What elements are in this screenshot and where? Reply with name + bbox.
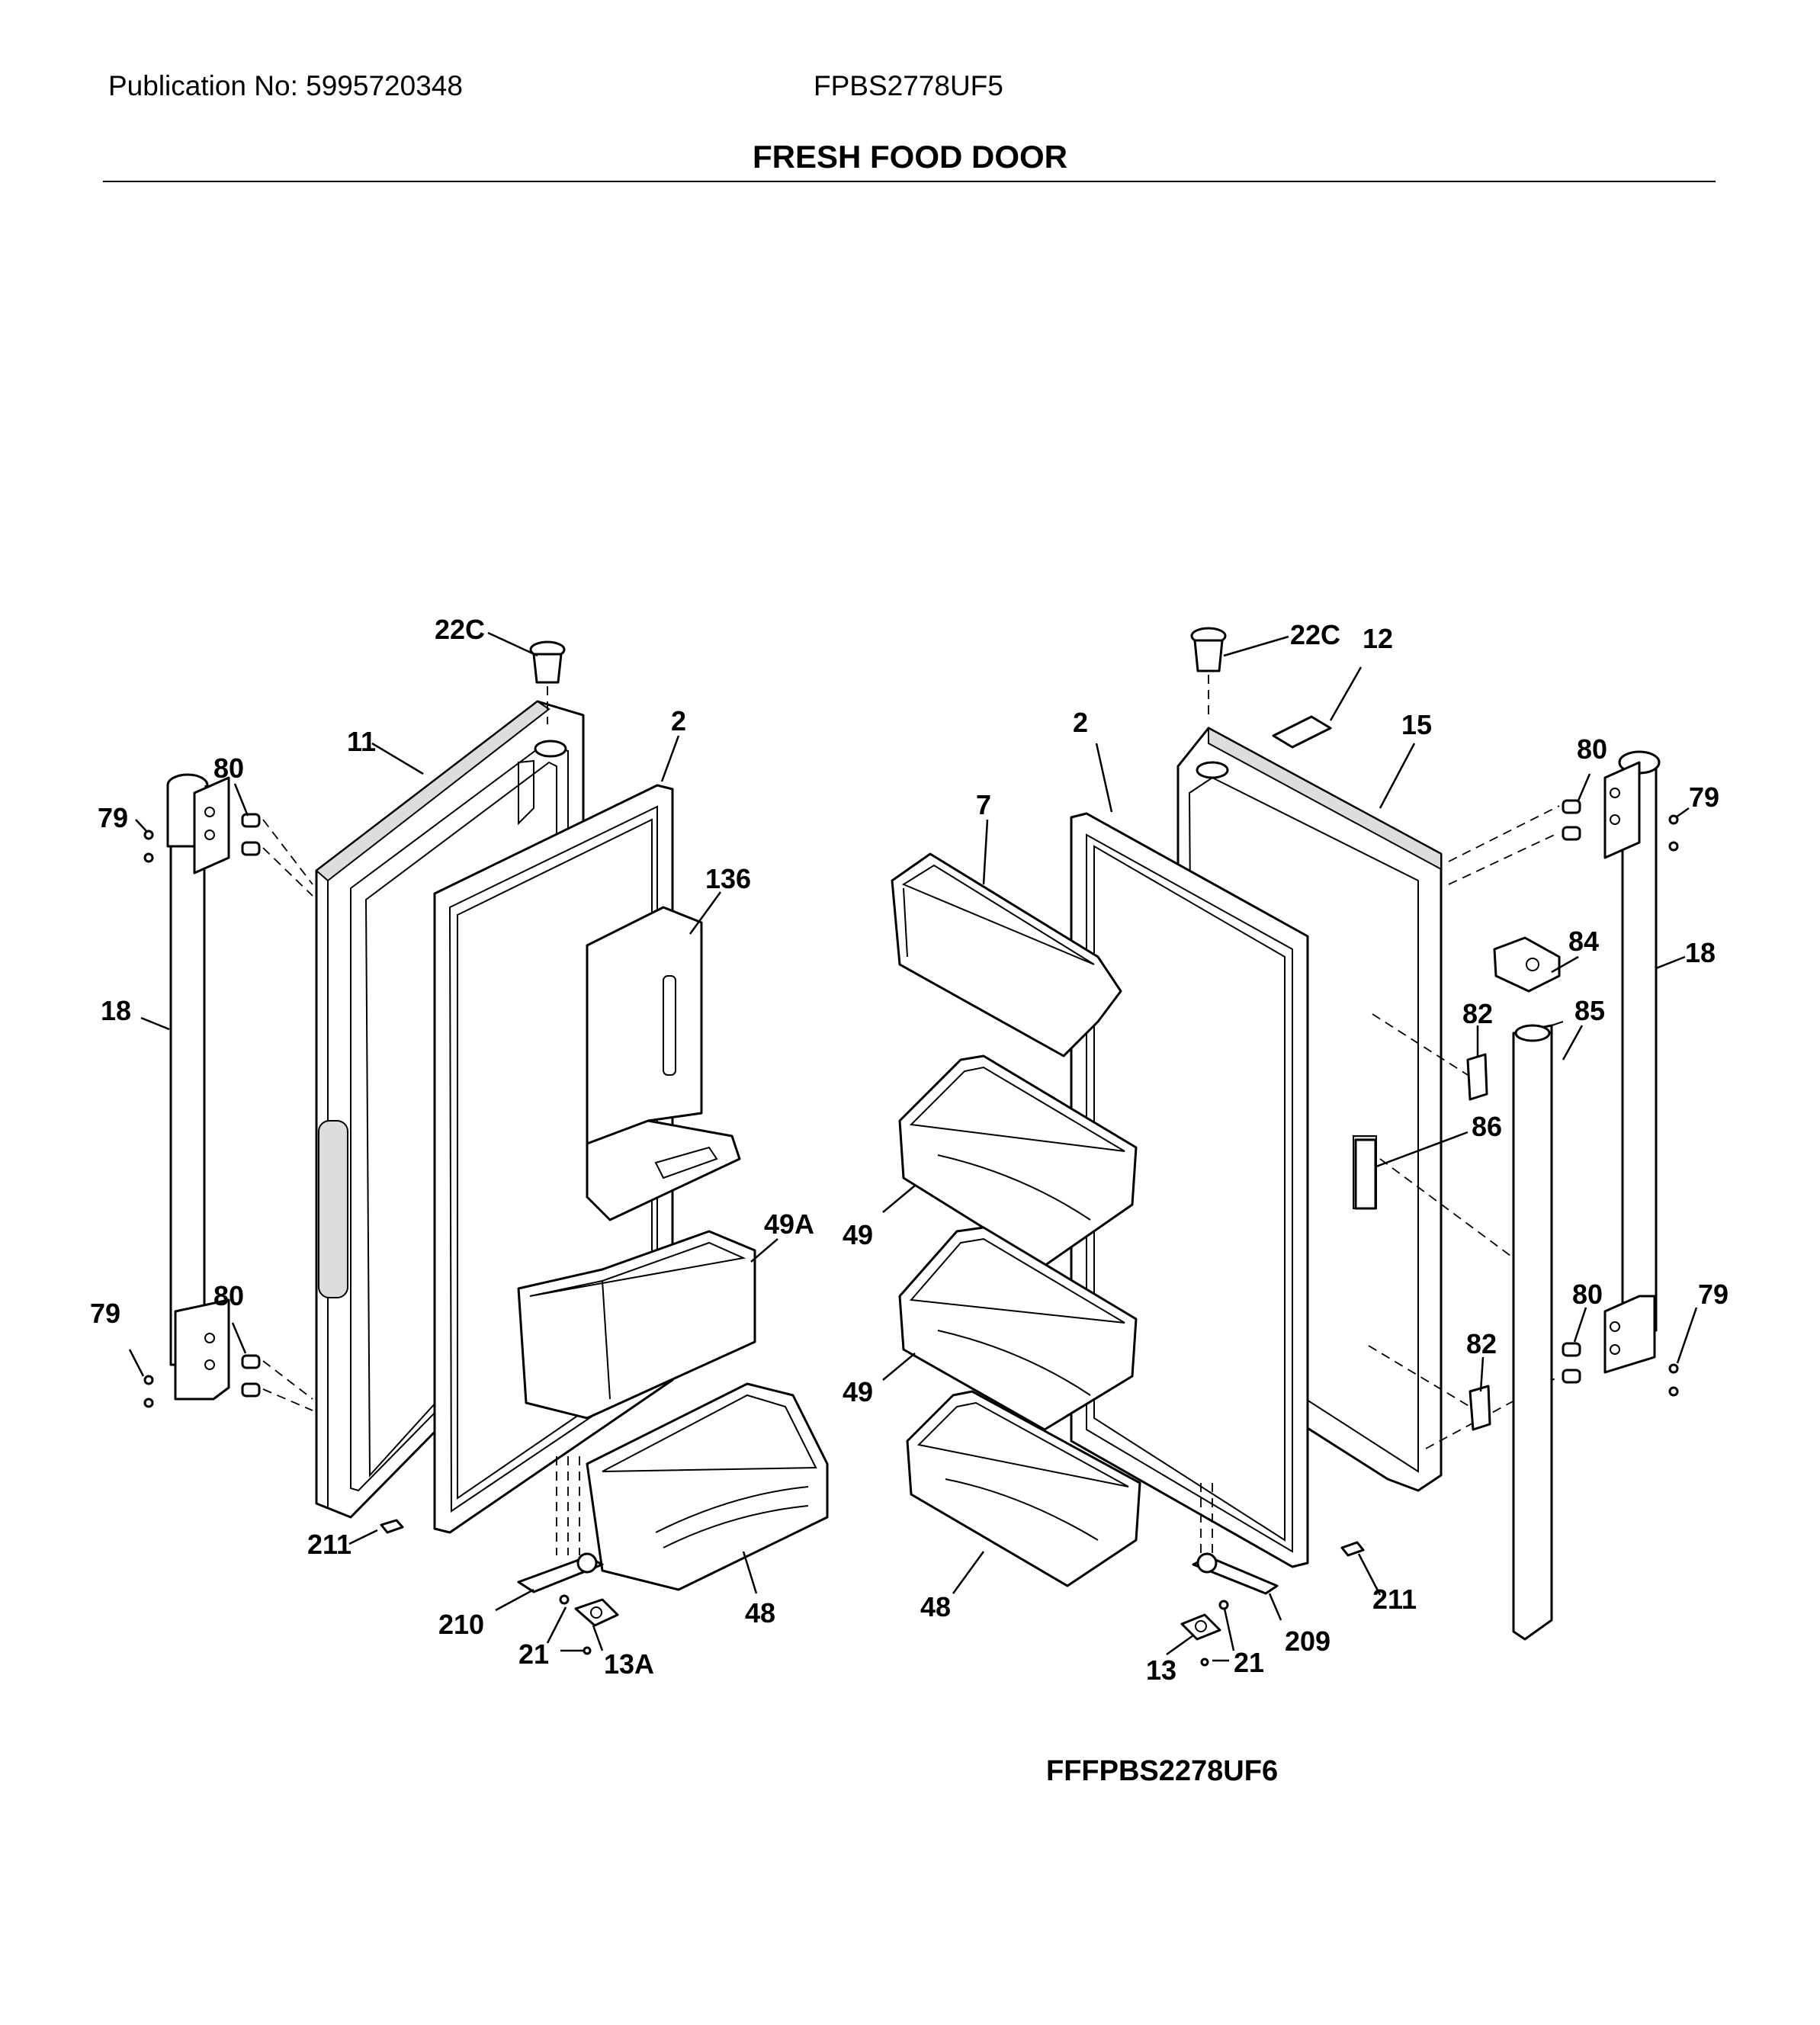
callout-7: 7 bbox=[976, 789, 991, 820]
callout-136: 136 bbox=[705, 863, 751, 894]
right-label-12 bbox=[1272, 715, 1332, 749]
right-bin-49-top bbox=[898, 1054, 1138, 1267]
callout-labels: 22C 11 2 80 79 136 18 49A 79 80 211 210 … bbox=[90, 614, 1729, 1686]
callout-21-left: 21 bbox=[518, 1638, 549, 1670]
callout-79-left-bottom: 79 bbox=[90, 1298, 120, 1329]
callout-82-right-top: 82 bbox=[1462, 998, 1493, 1029]
callout-80-right-top: 80 bbox=[1577, 733, 1607, 765]
callout-2-left: 2 bbox=[671, 705, 686, 737]
right-bin-7 bbox=[891, 852, 1122, 1057]
callout-49-right-bottom: 49 bbox=[843, 1376, 873, 1407]
right-hinge-82 bbox=[1368, 1013, 1491, 1431]
left-hinge-cap bbox=[529, 640, 566, 724]
callout-18-right: 18 bbox=[1685, 937, 1716, 968]
callout-211-left: 211 bbox=[307, 1529, 351, 1560]
callout-22c-right: 22C bbox=[1290, 619, 1340, 650]
right-switch-86 bbox=[1354, 1138, 1514, 1259]
model-number: FPBS2778UF5 bbox=[814, 70, 1003, 101]
callout-86: 86 bbox=[1472, 1111, 1502, 1142]
left-dispenser-136 bbox=[586, 906, 741, 1221]
callout-48-left: 48 bbox=[745, 1597, 775, 1629]
callout-13a: 13A bbox=[604, 1648, 654, 1680]
left-bin-49a bbox=[517, 1230, 756, 1420]
callout-84: 84 bbox=[1568, 926, 1599, 957]
callout-49-right-top: 49 bbox=[843, 1219, 873, 1250]
callout-80-left-top: 80 bbox=[213, 753, 244, 784]
callout-49a: 49A bbox=[764, 1208, 814, 1240]
callout-80-left-bottom: 80 bbox=[213, 1280, 244, 1311]
right-trim-85 bbox=[1512, 1021, 1564, 1641]
callout-48-right: 48 bbox=[920, 1591, 951, 1622]
callout-22c-left: 22C bbox=[435, 614, 485, 645]
left-handle bbox=[166, 773, 230, 1401]
right-handle bbox=[1603, 750, 1661, 1374]
header-rule bbox=[103, 181, 1716, 182]
callout-79-left-top: 79 bbox=[98, 802, 128, 833]
callout-15: 15 bbox=[1401, 709, 1432, 740]
callout-85: 85 bbox=[1574, 995, 1605, 1026]
callout-11: 11 bbox=[347, 726, 376, 757]
callout-13: 13 bbox=[1146, 1654, 1176, 1686]
left-bottom-hinge bbox=[380, 1456, 619, 1655]
left-bin-48 bbox=[586, 1382, 829, 1591]
publication-number: Publication No: 5995720348 bbox=[108, 70, 463, 101]
leader-lines bbox=[128, 631, 1698, 1662]
right-hinge-cap bbox=[1190, 627, 1227, 717]
callout-80-right-bottom: 80 bbox=[1572, 1279, 1603, 1310]
callout-82-right-bottom: 82 bbox=[1466, 1328, 1497, 1359]
callout-210: 210 bbox=[438, 1609, 484, 1640]
callout-18-left: 18 bbox=[101, 995, 131, 1026]
right-bin-48 bbox=[906, 1390, 1141, 1587]
callout-209: 209 bbox=[1285, 1625, 1330, 1657]
right-bottom-hinge bbox=[1180, 1483, 1365, 1667]
callout-79-right-top: 79 bbox=[1689, 781, 1719, 813]
callout-79-right-bottom: 79 bbox=[1698, 1279, 1729, 1310]
page-title: FRESH FOOD DOOR bbox=[752, 139, 1067, 175]
callout-2-right: 2 bbox=[1073, 707, 1088, 738]
callout-21-right: 21 bbox=[1234, 1647, 1264, 1678]
diagram-code: FFFPBS2278UF6 bbox=[1046, 1755, 1279, 1787]
callout-211-right: 211 bbox=[1372, 1584, 1417, 1615]
left-handle-studs bbox=[143, 813, 313, 1411]
right-bin-49-bottom bbox=[898, 1226, 1138, 1431]
right-bracket-84 bbox=[1493, 936, 1561, 993]
callout-12: 12 bbox=[1363, 623, 1393, 654]
